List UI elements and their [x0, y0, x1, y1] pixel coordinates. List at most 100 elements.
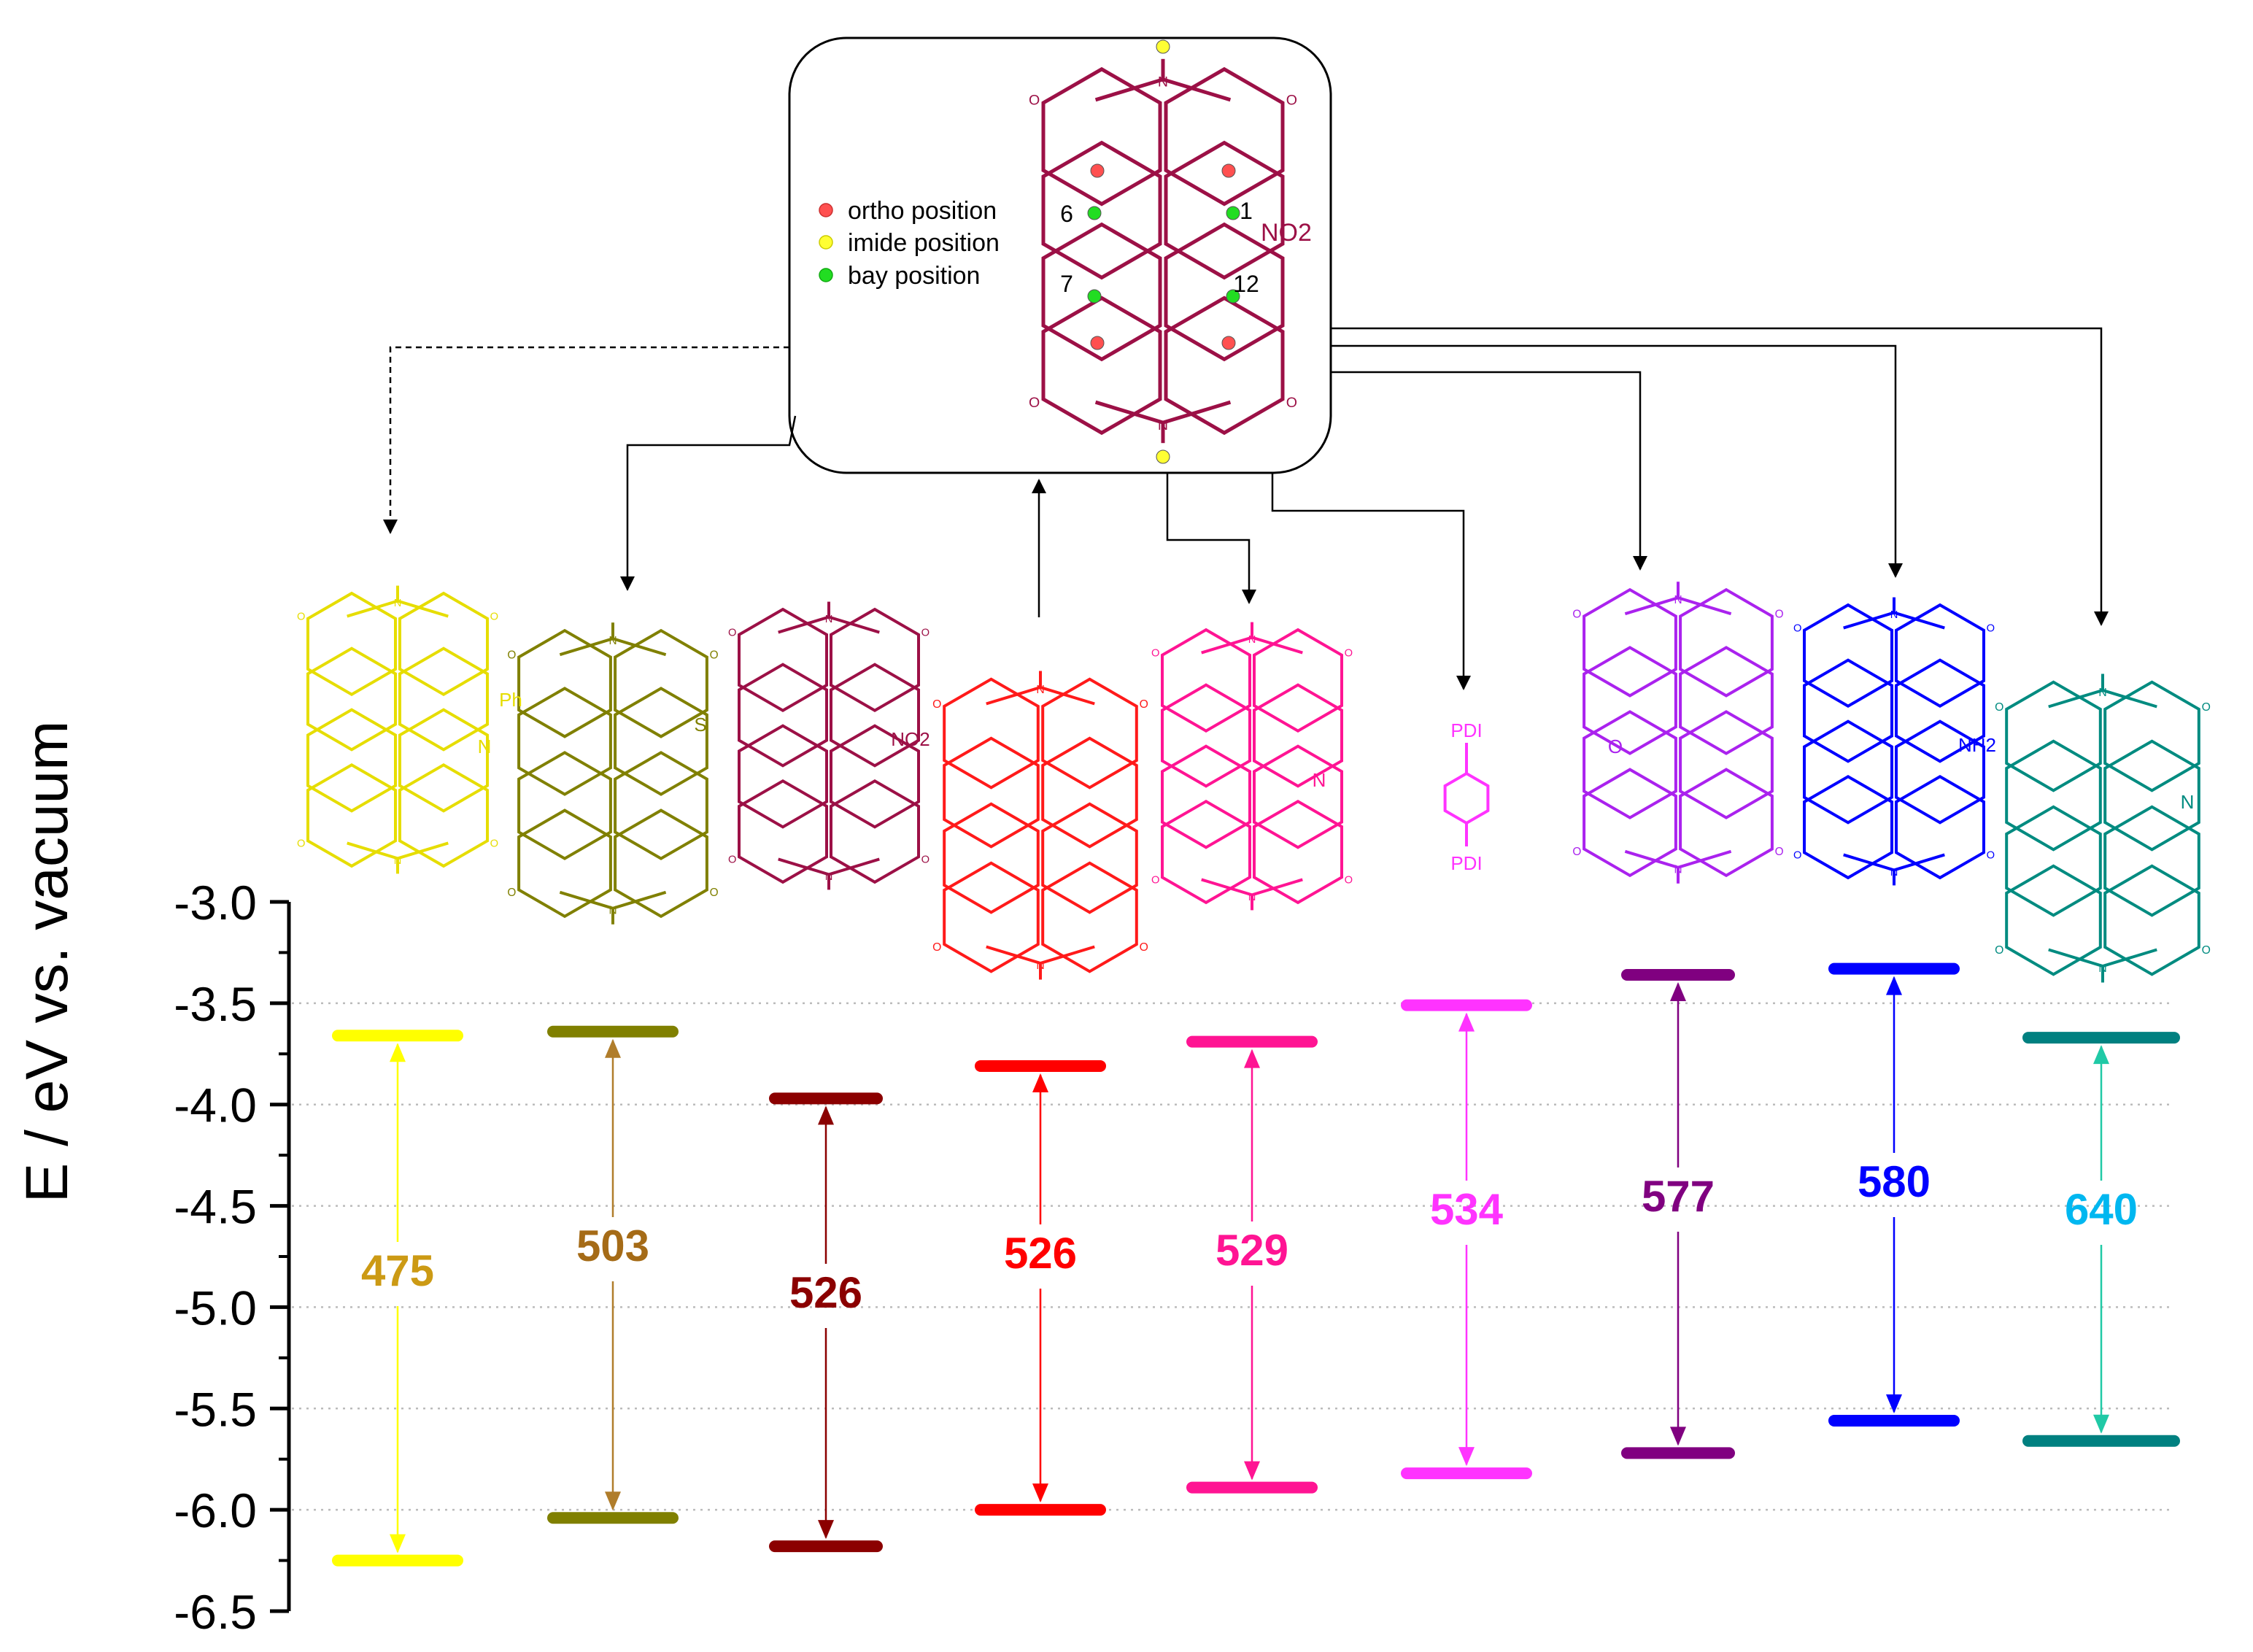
carbonyl-oxygen-label: O	[1793, 623, 1801, 635]
level-pair: 475	[332, 1030, 463, 1567]
gap-label: 475	[361, 1246, 434, 1295]
connector-5	[1166, 473, 1256, 604]
imide-nitrogen-label: N	[1158, 74, 1168, 90]
benzene-ring	[306, 708, 397, 813]
position-marker-icon	[1087, 206, 1102, 220]
imide-nitrogen-label: N	[1248, 634, 1256, 646]
benzene-ring	[2103, 805, 2200, 917]
legend-ortho: ortho position	[848, 197, 997, 225]
benzene-ring	[1253, 628, 1343, 733]
benzene-ring	[1582, 710, 1677, 819]
arrowhead-up-icon	[2093, 1045, 2109, 1065]
substituent-label: Ph	[499, 689, 522, 711]
arrowhead-up-icon	[1670, 981, 1686, 1001]
benzene-ring	[1895, 774, 1985, 880]
benzene-ring	[1161, 744, 1251, 849]
arrowhead-up-icon	[1458, 1012, 1475, 1032]
benzene-ring	[738, 724, 828, 829]
benzene-ring	[1895, 658, 1985, 763]
position-marker-icon	[1226, 206, 1240, 220]
carbonyl-oxygen-label: O	[1345, 875, 1353, 887]
bay-position-number: 1	[1240, 198, 1253, 224]
level-pair: 526	[975, 1059, 1106, 1516]
benzene-ring	[2103, 739, 2200, 852]
position-marker-icon	[1090, 336, 1105, 350]
arrowhead-down-icon	[605, 1491, 621, 1511]
carbonyl-oxygen-label: O	[1151, 648, 1159, 660]
carbonyl-oxygen-label: O	[932, 698, 941, 711]
imide-nitrogen-label: N	[825, 871, 833, 883]
benzene-ring	[2005, 805, 2102, 917]
carbonyl-oxygen-label: O	[1775, 846, 1784, 858]
benzene-ring	[943, 677, 1040, 790]
carbonyl-oxygen-label: O	[1029, 93, 1040, 109]
arrowhead-down-icon	[390, 1534, 406, 1553]
arrowhead-down-icon	[2093, 1414, 2109, 1434]
benzene-ring	[2005, 864, 2102, 976]
carbonyl-oxygen-label: O	[297, 611, 305, 623]
benzene-ring	[614, 687, 708, 796]
imide-bond	[347, 599, 449, 618]
carbonyl-oxygen-label: O	[507, 649, 516, 662]
imide-bond	[2048, 688, 2157, 709]
benzene-ring	[2103, 864, 2200, 976]
benzene-ring	[1164, 140, 1285, 280]
level-pair: 577	[1621, 968, 1735, 1459]
benzene-ring	[1161, 799, 1251, 905]
benzene-ring	[738, 779, 828, 884]
carbonyl-oxygen-label: O	[2202, 944, 2211, 957]
y-tick-label: -5.5	[174, 1382, 257, 1436]
substituent-label: O	[1608, 736, 1623, 757]
benzene-ring	[1041, 296, 1162, 436]
carbonyl-oxygen-label: O	[1793, 850, 1801, 862]
carbonyl-oxygen-label: O	[1345, 648, 1353, 660]
carbonyl-oxygen-label: O	[1572, 846, 1581, 858]
imide-nitrogen-label: N	[394, 598, 402, 609]
imide-nitrogen-label: N	[1674, 864, 1682, 876]
imide-bond	[778, 615, 880, 634]
carbonyl-oxygen-label: O	[1140, 941, 1148, 954]
arrowhead-down-icon	[818, 1520, 834, 1540]
carbonyl-oxygen-label: O	[1029, 395, 1040, 411]
imide-nitrogen-label: N	[1248, 892, 1256, 903]
carbonyl-oxygen-label: O	[1151, 875, 1159, 887]
level-pair: 503	[547, 1025, 679, 1524]
core-structure-box: ortho position imide position bay positi…	[788, 36, 1332, 474]
benzene-ring	[614, 751, 708, 860]
benzene-ring	[1679, 768, 1774, 878]
benzene-ring	[398, 708, 489, 813]
imide-nitrogen-label: N	[608, 635, 617, 647]
pdi-label-top: PDI	[1450, 719, 1482, 741]
gap-label: 577	[1642, 1172, 1715, 1221]
level-pair: 580	[1828, 962, 1960, 1427]
benzene-ring	[943, 802, 1040, 914]
carbonyl-oxygen-label: O	[728, 628, 736, 639]
imide-nitrogen-label: N	[1890, 867, 1898, 879]
benzene-ring	[1041, 66, 1162, 206]
arrowhead-up-icon	[1244, 1049, 1260, 1068]
benzene-ring	[1041, 140, 1162, 280]
benzene-ring	[517, 808, 612, 919]
carbonyl-oxygen-label: O	[710, 887, 719, 899]
benzene-ring	[614, 808, 708, 919]
benzene-ring	[398, 763, 489, 868]
gap-label: 529	[1216, 1226, 1288, 1275]
carbonyl-oxygen-label: O	[921, 854, 930, 866]
imide-nitrogen-label: N	[608, 905, 617, 917]
y-axis-label: E / eV vs. vacuum	[14, 721, 80, 1203]
substituent-label: NH2	[1958, 734, 1996, 756]
benzene-ring	[306, 646, 397, 752]
position-marker-icon	[1221, 163, 1236, 178]
level-pair: 640	[2022, 1032, 2180, 1447]
legend-bay: bay position	[848, 262, 980, 290]
benzene-ring	[1253, 744, 1343, 849]
level-pair: 526	[769, 1092, 883, 1553]
y-tick-label: -6.0	[174, 1483, 257, 1537]
carbonyl-oxygen-label: O	[728, 854, 736, 866]
imide-nitrogen-label: N	[1890, 609, 1898, 621]
substituent-label: N	[478, 736, 492, 757]
